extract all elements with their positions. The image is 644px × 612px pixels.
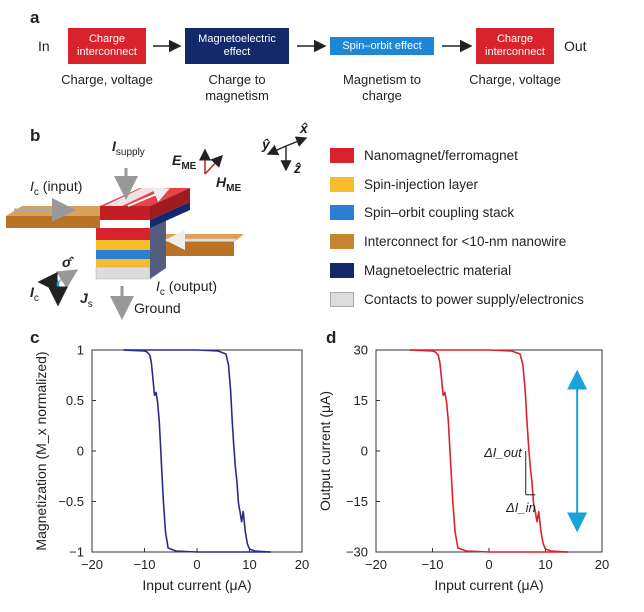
chart-c-ytick-label: 1 xyxy=(77,343,84,358)
js-label: Js xyxy=(80,290,93,310)
chart-d-xtick-label: 20 xyxy=(595,557,609,572)
legend-label-magnetoelectric: Magnetoelectric material xyxy=(364,263,512,278)
material-stack xyxy=(95,218,166,280)
axis-y-label: ŷ xyxy=(262,136,270,152)
chart-d-ytick-label: 15 xyxy=(354,393,368,408)
e-me-label: EME xyxy=(172,152,197,172)
chart-c-frame xyxy=(91,349,303,553)
chart-d-xtick-label: 10 xyxy=(538,557,552,572)
panel-a-letter: a xyxy=(30,8,40,27)
panel-b-letter: b xyxy=(30,126,41,145)
chart-c-xtick-label: 20 xyxy=(295,557,309,572)
legend-label-contacts: Contacts to power supply/electronics xyxy=(364,292,584,307)
chart-d-curve-sweep-down xyxy=(409,349,569,553)
chart-d-ytick-label: 0 xyxy=(361,444,368,459)
supply-current-label: Isupply xyxy=(112,138,145,158)
device-schematic xyxy=(6,136,308,320)
nanomagnet-top xyxy=(100,187,190,220)
legend-swatch-nanomagnet xyxy=(330,148,354,163)
charge-interconnect-block-right: Charge interconnect xyxy=(476,28,554,64)
chart-d-ytick-label: −30 xyxy=(346,545,368,560)
chart-d-curve-sweep-up xyxy=(409,349,569,553)
chart-c-xtick-label: −20 xyxy=(81,557,103,572)
spin-orbit-effect-block: Spin–orbit effect xyxy=(330,37,434,55)
legend-swatch-spin-injection xyxy=(330,177,354,192)
caption-charge-voltage-right: Charge, voltage xyxy=(469,72,561,87)
chart-c-ytick-label: −0.5 xyxy=(58,494,84,509)
magnetoelectric-layer xyxy=(150,202,190,228)
legend-swatch-contacts xyxy=(330,292,354,307)
h-me-label: HME xyxy=(216,174,242,194)
axis-x-label: x̂ xyxy=(300,120,308,136)
legend-label-spin-orbit: Spin–orbit coupling stack xyxy=(364,205,515,220)
chart-d-ylabel: Output current (μA) xyxy=(317,391,333,511)
chart-d-xtick-label: −10 xyxy=(421,557,443,572)
legend-swatch-interconnect xyxy=(330,234,354,249)
panel-c-letter: c xyxy=(30,328,40,347)
chart-d-xtick-label: −20 xyxy=(365,557,387,572)
legend-swatch-spin-orbit xyxy=(330,205,354,220)
ground-label: Ground xyxy=(134,300,181,316)
ic-small-label: Ic xyxy=(30,284,39,304)
legend-swatch-magnetoelectric xyxy=(330,263,354,278)
chart-c-xtick-label: 10 xyxy=(242,557,256,572)
out-label: Out xyxy=(564,38,587,54)
chart-c-ylabel: Magnetization (M_x normalized) xyxy=(33,351,49,550)
chart-d-ytick-label: 30 xyxy=(354,343,368,358)
caption-charge-to-magnetism: Charge to magnetism xyxy=(205,72,269,103)
sigma-arrow xyxy=(55,269,79,289)
delta-out-label: ΔI_out xyxy=(483,445,523,460)
chart-c-xtick-label: 0 xyxy=(193,557,200,572)
caption-magnetism-to-charge: Magnetism to charge xyxy=(342,72,422,103)
h-me-arrow xyxy=(204,154,224,175)
chart-c-xlabel: Input current (μA) xyxy=(142,577,251,593)
chart-d-xtick-label: 0 xyxy=(485,557,492,572)
magnetoelectric-effect-block: Magnetoelectric effect xyxy=(185,28,289,64)
legend-label-interconnect: Interconnect for <10-nm nanowire xyxy=(364,234,567,249)
panel-a-arrows xyxy=(153,39,473,53)
coordinate-axes xyxy=(266,136,308,172)
axis-z-label: ẑ xyxy=(294,160,301,176)
output-current-label: Ic (output) xyxy=(156,278,218,298)
panel-d-letter: d xyxy=(326,328,337,347)
charge-interconnect-block-left: Charge interconnect xyxy=(68,28,146,64)
chart-d-ytick-label: −15 xyxy=(346,494,368,509)
sigma-label: σ̂ xyxy=(62,254,72,270)
chart-c-curve-sweep-up xyxy=(123,349,271,553)
chart-c-xtick-label: −10 xyxy=(133,557,155,572)
delta-in-label: ΔI_in xyxy=(505,500,536,515)
chart-c-ytick-label: 0.5 xyxy=(66,393,84,408)
chart-c-curve-sweep-down xyxy=(123,349,271,553)
chart-c-ytick-label: 0 xyxy=(77,444,84,459)
chart-d-xlabel: Input current (μA) xyxy=(434,577,543,593)
legend-label-spin-injection: Spin-injection layer xyxy=(364,177,479,192)
input-current-label: Ic (input) xyxy=(30,178,83,198)
in-label: In xyxy=(38,38,50,54)
legend-label-nanomagnet: Nanomagnet/ferromagnet xyxy=(364,148,518,163)
chart-c-ytick-label: −1 xyxy=(69,545,84,560)
caption-charge-voltage-left: Charge, voltage xyxy=(61,72,153,87)
